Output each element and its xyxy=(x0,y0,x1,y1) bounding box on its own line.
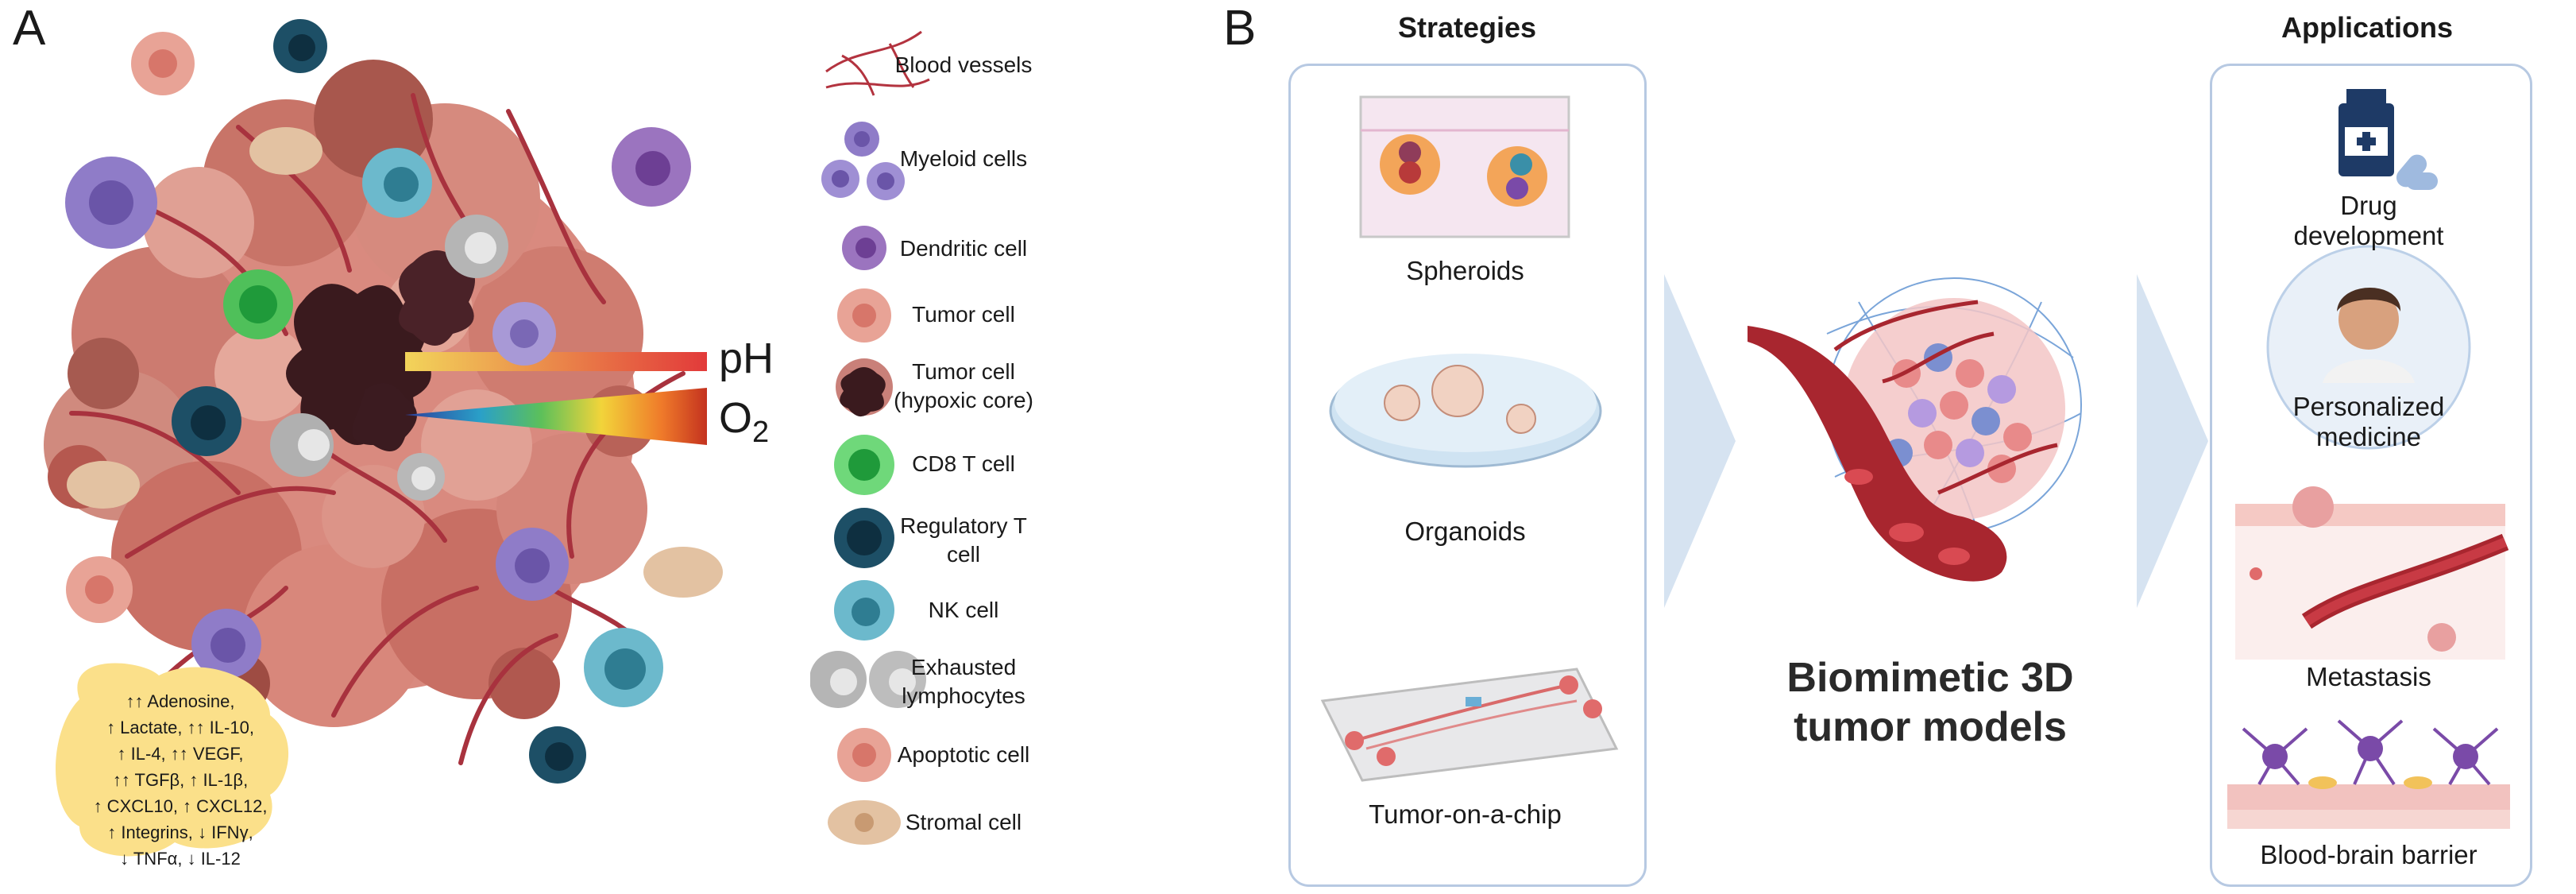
panel-a-letter: A xyxy=(13,1,46,56)
panel-b-letter: B xyxy=(1223,1,1257,56)
hypoxic-core xyxy=(286,250,475,451)
person-avatar-icon xyxy=(2323,288,2415,383)
legend-myeloid-cells: Myeloid cells xyxy=(899,146,1028,171)
note-line: ↑↑ TGFβ, ↑ IL-1β, xyxy=(112,770,249,790)
legend-line: Regulatory T xyxy=(900,513,1027,538)
model-cells xyxy=(1884,343,2032,483)
legend-line: cell xyxy=(946,542,980,567)
strategy-organoids: Organoids xyxy=(1404,517,1526,546)
blood-vessel-icon xyxy=(825,30,930,96)
organoids-dish-icon xyxy=(1329,354,1602,468)
title-line-1: Biomimetic 3D xyxy=(1786,655,2074,701)
app-line: Drug xyxy=(2340,191,2397,220)
drug-bottle-icon xyxy=(2338,89,2394,176)
legend-stromal-cell: Stromal cell xyxy=(905,810,1022,834)
application-personalized-medicine: Personalized medicine xyxy=(2210,392,2528,452)
note-line: ↓ TNFα, ↓ IL-12 xyxy=(120,849,241,869)
flow-arrow-left xyxy=(1664,274,1736,608)
apoptotic-cell xyxy=(66,556,133,623)
treg-cell xyxy=(172,386,241,456)
myeloid-cells-icon xyxy=(821,122,905,200)
applications-header: Applications xyxy=(2281,11,2454,44)
apoptotic-cell-icon xyxy=(837,728,891,782)
nk-cell xyxy=(584,628,663,707)
legend-dendritic-cell: Dendritic cell xyxy=(899,236,1028,261)
app-line: development xyxy=(2293,221,2444,250)
exhausted-lymphocyte xyxy=(270,413,334,477)
legend-line: (hypoxic core) xyxy=(894,388,1033,412)
nk-cell-icon xyxy=(834,580,894,641)
strategy-spheroids: Spheroids xyxy=(1406,256,1524,285)
ph-label: pH xyxy=(719,335,774,382)
legend-line: Exhausted xyxy=(910,655,1017,679)
legend-nk-cell: NK cell xyxy=(928,598,999,622)
myeloid-cell xyxy=(492,302,556,366)
o2-label-sub: 2 xyxy=(752,415,770,449)
treg-cell xyxy=(529,726,586,784)
cytokine-note: ↑↑ Adenosine, ↑ Lactate, ↑↑ IL-10, ↑ IL-… xyxy=(73,688,288,872)
legend-blood-vessels: Blood vessels xyxy=(894,52,1033,77)
myeloid-cell xyxy=(496,528,569,601)
legend-tumor-cell: Tumor cell xyxy=(912,302,1015,327)
legend-regulatory-t-cell: Regulatory T cell xyxy=(860,512,1067,569)
hypoxic-tumor-cell-icon xyxy=(836,358,893,417)
strategies-illustrations xyxy=(1320,95,1619,782)
legend-icons xyxy=(810,30,930,845)
application-blood-brain-barrier: Blood-brain barrier xyxy=(2260,840,2478,869)
blood-brain-barrier-icon xyxy=(2227,719,2510,829)
treg-cell xyxy=(273,19,327,73)
myeloid-cell xyxy=(191,609,261,679)
dendritic-cell xyxy=(612,127,691,207)
ph-gradient-bar xyxy=(405,352,707,371)
tumor-on-a-chip-icon xyxy=(1320,668,1619,782)
application-drug-development: Drug development xyxy=(2210,191,2528,251)
note-line: ↑ IL-4, ↑↑ VEGF, xyxy=(117,744,244,764)
vessel-branches xyxy=(1833,300,2058,495)
note-line: ↑ Integrins, ↓ IFNγ, xyxy=(107,822,253,842)
biomimetic-3d-tumor-models-title: Biomimetic 3D tumor models xyxy=(1755,653,2105,752)
note-line: ↑ Lactate, ↑↑ IL-10, xyxy=(106,718,254,737)
legend-line: lymphocytes xyxy=(902,683,1025,708)
app-line: medicine xyxy=(2315,422,2422,451)
nk-cell xyxy=(362,148,432,218)
dendritic-cell-icon xyxy=(842,226,886,270)
legend-line: Tumor cell xyxy=(912,359,1015,384)
flow-arrow-right xyxy=(2137,274,2208,608)
spheroids-well-icon xyxy=(1359,95,1570,238)
legend-exhausted-lymphocytes: Exhausted lymphocytes xyxy=(860,653,1067,710)
cd8-t-cell xyxy=(223,269,293,339)
blood-vessel-tube xyxy=(1748,326,2007,582)
app-line: Personalized xyxy=(2292,392,2445,421)
stromal-cell-icon xyxy=(828,800,901,845)
strategy-tumor-on-a-chip: Tumor-on-a-chip xyxy=(1369,799,1562,829)
application-metastasis: Metastasis xyxy=(2306,662,2431,691)
cytokine-note-bubble xyxy=(56,663,289,857)
legend-hypoxic-tumor-cell: Tumor cell (hypoxic core) xyxy=(860,358,1067,415)
treg-cell-icon xyxy=(834,508,894,568)
tumor-cell-icon xyxy=(837,288,891,343)
o2-label: O2 xyxy=(719,393,769,450)
exhausted-lymphocyte xyxy=(397,453,445,501)
stromal-cell xyxy=(67,127,723,598)
legend-apoptotic-cell: Apoptotic cell xyxy=(897,742,1030,767)
legend-cd8-t-cell: CD8 T cell xyxy=(912,451,1015,476)
tumor-microenvironment-illustration xyxy=(44,19,723,857)
capsule-icon xyxy=(2396,154,2438,190)
cd8-t-cell-icon xyxy=(834,435,894,495)
title-line-2: tumor models xyxy=(1794,704,2067,750)
myeloid-cell xyxy=(65,157,157,249)
applications-illustrations xyxy=(2227,89,2510,829)
strategies-header: Strategies xyxy=(1397,11,1537,44)
note-line: ↑ CXCL10, ↑ CXCL12, xyxy=(93,796,268,816)
apoptotic-cell xyxy=(131,32,195,95)
biomimetic-tumor-model-illustration xyxy=(1748,277,2082,582)
note-line: ↑↑ Adenosine, xyxy=(126,691,235,711)
o2-gradient-wedge xyxy=(405,388,707,445)
exhausted-lymphocyte xyxy=(445,215,508,278)
metastasis-icon xyxy=(2235,486,2509,660)
exhausted-lymphocytes-icon xyxy=(810,651,926,708)
o2-label-main: O xyxy=(719,394,753,442)
